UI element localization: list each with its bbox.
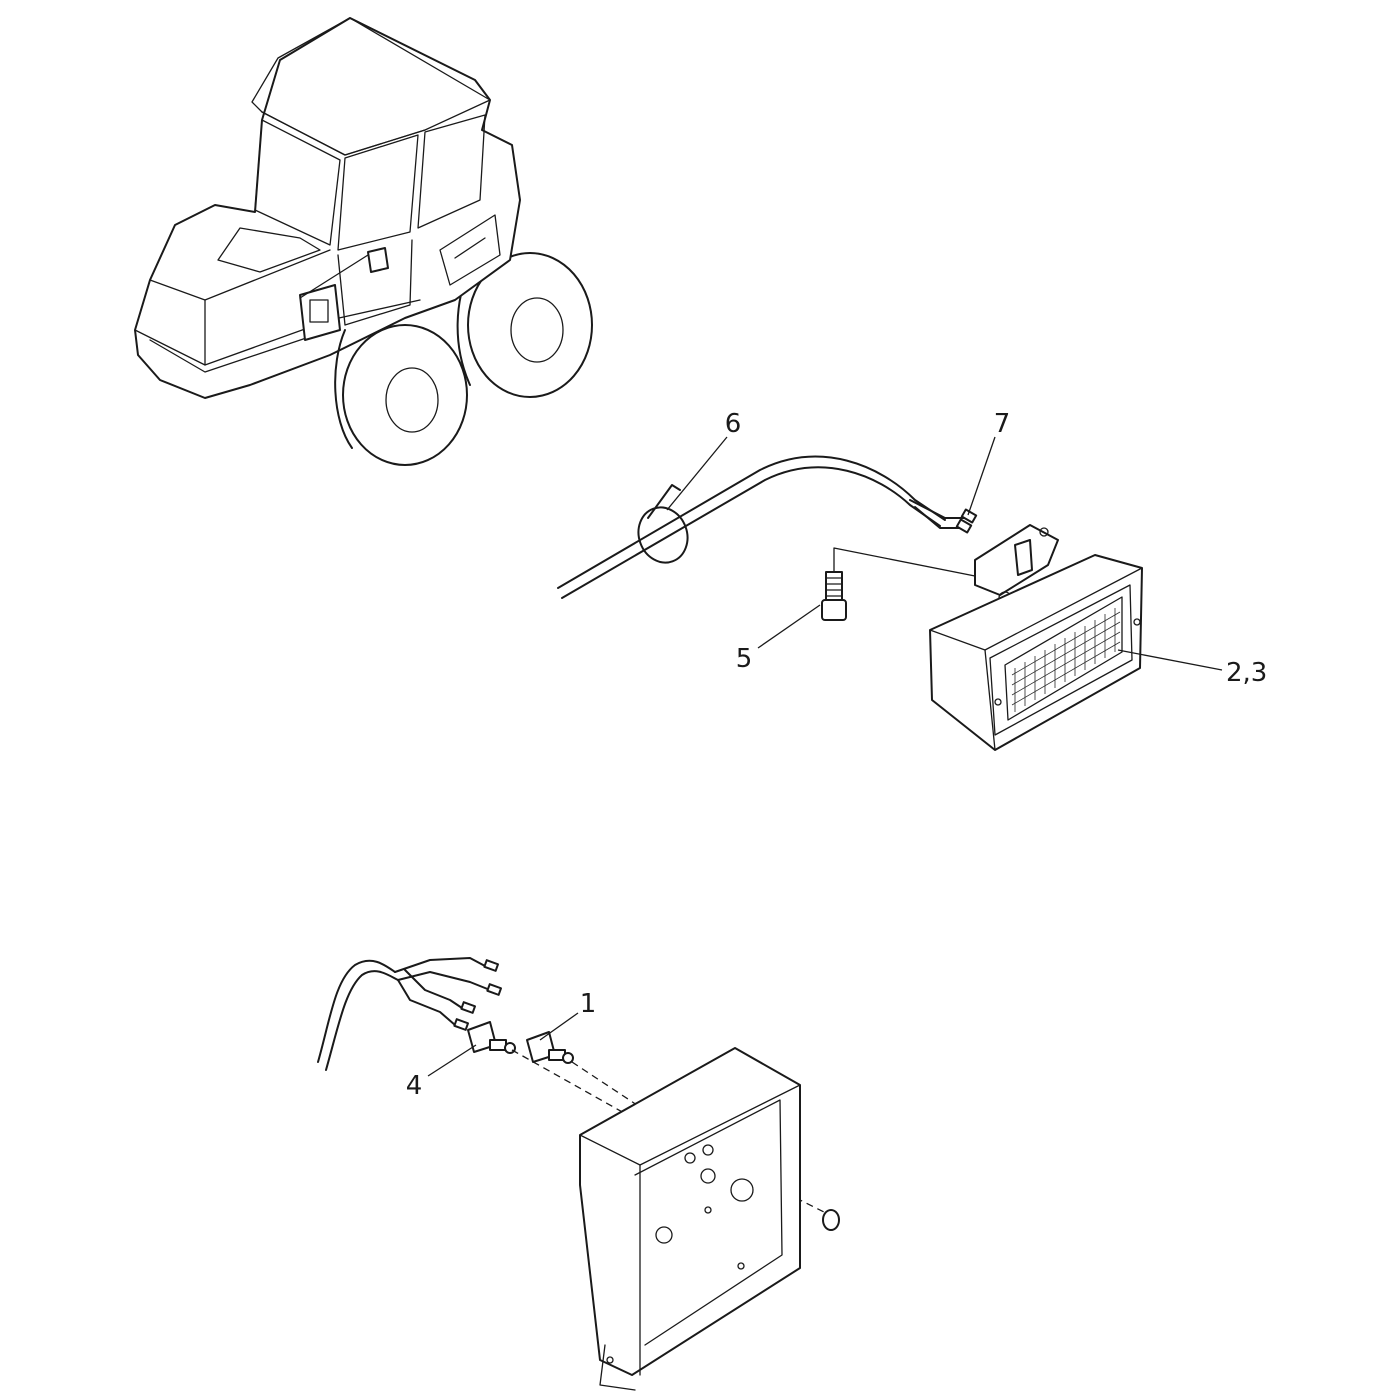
bolt bbox=[821, 547, 986, 621]
callout-6: 6 bbox=[725, 409, 742, 439]
washer bbox=[822, 1209, 840, 1231]
machine-control-box bbox=[299, 247, 389, 341]
work-lamp bbox=[929, 524, 1143, 751]
machine-overview bbox=[134, 17, 593, 466]
callout-2-3: 2,3 bbox=[1226, 658, 1267, 688]
switch-panel-assembly bbox=[317, 957, 840, 1391]
callouts: 6 7 5 2,3 1 4 bbox=[406, 409, 1268, 1101]
lamp-cable bbox=[557, 455, 969, 599]
callout-7: 7 bbox=[994, 409, 1011, 439]
switch-harness bbox=[317, 957, 503, 1071]
lens-mesh bbox=[1011, 608, 1121, 712]
leader-6 bbox=[666, 436, 728, 511]
leader-4 bbox=[427, 1044, 477, 1077]
leader-5 bbox=[757, 604, 821, 649]
callout-4: 4 bbox=[406, 1071, 423, 1101]
leader-2-3 bbox=[1117, 649, 1223, 671]
switch-control-box bbox=[579, 1047, 801, 1391]
toggle-switch-1 bbox=[526, 1031, 574, 1064]
leader-1 bbox=[539, 1012, 579, 1041]
work-lamp-assembly bbox=[557, 455, 1143, 751]
wire-terminals bbox=[955, 508, 978, 534]
callout-1: 1 bbox=[580, 989, 597, 1019]
toggle-switch-4 bbox=[467, 1021, 516, 1054]
cable-tie bbox=[637, 484, 689, 564]
machine-body bbox=[134, 17, 521, 399]
rear-wheel bbox=[456, 252, 593, 398]
front-wheel bbox=[334, 324, 468, 466]
callout-5: 5 bbox=[736, 644, 753, 674]
leader-7 bbox=[967, 436, 996, 516]
